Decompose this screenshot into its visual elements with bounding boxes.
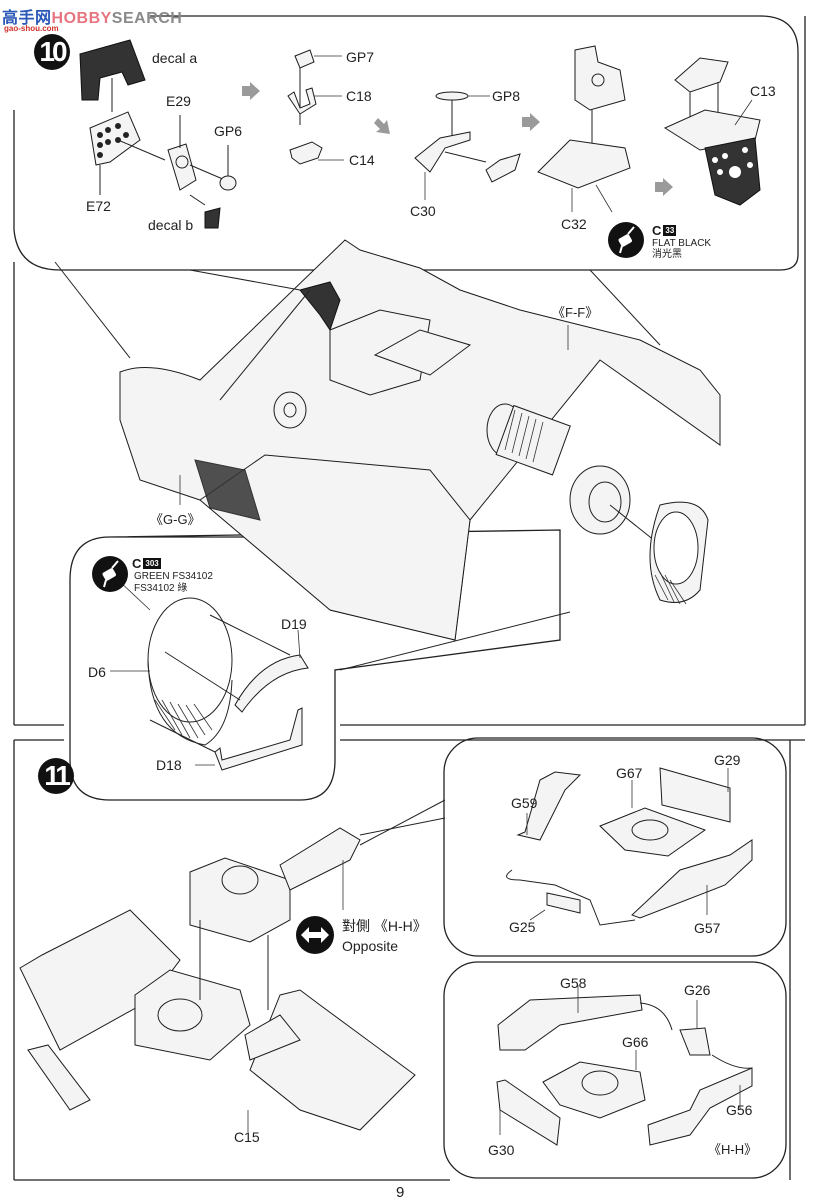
gp7-part: [294, 49, 315, 69]
g66-part: [542, 1061, 646, 1119]
cockpit-floor: [373, 329, 472, 376]
label-g59: G59: [511, 795, 538, 811]
fuselage-lower-panel: [199, 454, 471, 641]
gg-intake-detail: [194, 459, 261, 521]
label-c32: C32: [561, 216, 587, 232]
c14-part: [289, 141, 323, 165]
c13-part: [663, 109, 761, 151]
e72-panel: [89, 111, 141, 166]
double-arrow-glyph: [301, 927, 329, 943]
label-d6: D6: [88, 664, 106, 680]
g59-part: [516, 771, 582, 841]
opposite-label-cn: 對側 《H-H》: [342, 918, 427, 934]
page-number: 9: [396, 1184, 405, 1201]
hh-upper-box-frame: [443, 737, 787, 957]
label-c13: C13: [750, 83, 776, 99]
label-d19: D19: [281, 616, 307, 632]
g67-part: [599, 807, 707, 857]
nose-wheel: [273, 391, 307, 429]
d6-nozzle-part: [147, 597, 233, 746]
label-g57: G57: [694, 920, 721, 936]
paint-code-number: 33: [663, 225, 677, 236]
section-label-gg: 《G-G》: [150, 512, 201, 527]
label-decal-a: decal a: [152, 50, 198, 66]
label-g26: G26: [684, 982, 711, 998]
paint-brush-icon-green: [92, 556, 128, 592]
watermark-url: gao-shou.com: [4, 24, 59, 33]
g29-part: [659, 767, 731, 823]
label-decal-b: decal b: [148, 217, 194, 233]
label-g29: G29: [714, 752, 741, 768]
label-g67: G67: [616, 765, 643, 781]
brush-glyph: [618, 226, 635, 254]
brush-glyph: [102, 560, 119, 588]
c32-part: [537, 139, 631, 189]
d18-part: [214, 707, 303, 771]
paint-name-en: FLAT BLACK: [652, 238, 712, 249]
paint-name-green-cn: FS34102 綠: [134, 583, 188, 594]
g57-part: [631, 839, 753, 919]
watermark-brand-search: SEARCH: [111, 10, 183, 27]
label-gp8: GP8: [492, 88, 521, 104]
e29-part: [167, 143, 197, 191]
paint-code-number: 303: [143, 558, 161, 569]
label-d18: D18: [156, 757, 182, 773]
step-11-badge: 11: [38, 758, 74, 794]
opposite-side-icon: [296, 916, 334, 954]
paint-code-letter: C: [652, 223, 662, 238]
engine-assembly: [486, 403, 661, 546]
label-g58: G58: [560, 975, 587, 991]
paint-brush-icon: [608, 222, 644, 258]
section-label-hh: 《H-H》: [708, 1142, 758, 1157]
label-gp7: GP7: [346, 49, 375, 65]
decal-a-shape: [79, 39, 146, 101]
label-e72: E72: [86, 198, 111, 214]
step-arrows: [242, 82, 673, 196]
c30-part: [414, 131, 471, 173]
label-c30: C30: [410, 203, 436, 219]
c15-assembly: [19, 909, 416, 1131]
label-gp6: GP6: [214, 123, 243, 139]
gp8-part: [435, 91, 469, 101]
label-c15: C15: [234, 1129, 260, 1145]
section-label-ff: 《F-F》: [552, 305, 599, 320]
gp6-lens: [219, 175, 237, 191]
exhaust-nozzle: [649, 501, 709, 605]
g58-part: [497, 994, 643, 1051]
d19-part: [234, 654, 309, 713]
c32-upper-part: [574, 45, 626, 111]
label-g30: G30: [488, 1142, 515, 1158]
c13-top-part: [674, 57, 729, 93]
g30-part: [496, 1079, 561, 1146]
label-g25: G25: [509, 919, 536, 935]
label-c14: C14: [349, 152, 375, 168]
c30-subpart: [485, 153, 521, 183]
label-g56: G56: [726, 1102, 753, 1118]
watermark-brand-cn: 高手网: [2, 10, 52, 27]
c18-part: [287, 87, 317, 115]
paint-name-cn: 消光黑: [652, 249, 682, 260]
paint-name-green-en: GREEN FS34102: [134, 571, 213, 582]
paint-code-letter: C: [132, 556, 142, 571]
seat-box-part: [189, 827, 361, 943]
label-c18: C18: [346, 88, 372, 104]
label-g66: G66: [622, 1034, 649, 1050]
opposite-label-en: Opposite: [342, 938, 399, 954]
watermark: 高手网HOBBYSEARCH: [2, 4, 182, 28]
label-e29: E29: [166, 93, 191, 109]
instrument-panel-installed: [299, 281, 341, 332]
watermark-brand-hobby: HOBBY: [51, 10, 112, 27]
g56-part: [647, 1067, 753, 1146]
decal-b-shape: [204, 207, 221, 229]
page-frame-top: [13, 15, 799, 271]
g26-part: [679, 1027, 711, 1056]
hh-lower-box-frame: [443, 961, 787, 1179]
g25-part: [546, 892, 581, 914]
step-10-badge: 10: [34, 34, 70, 70]
